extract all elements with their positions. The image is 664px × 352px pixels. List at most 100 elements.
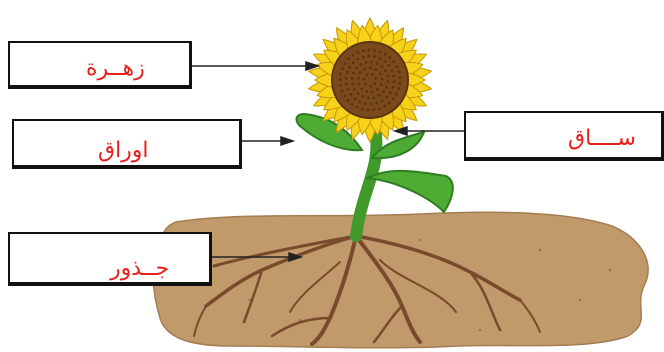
seed xyxy=(395,65,399,68)
seed xyxy=(338,78,342,81)
seed xyxy=(355,66,358,70)
seed xyxy=(364,61,368,64)
seed xyxy=(372,108,376,112)
seed xyxy=(369,66,372,70)
seed xyxy=(343,94,346,98)
seed xyxy=(388,56,392,59)
seed xyxy=(365,90,369,93)
seed xyxy=(391,86,395,89)
seed xyxy=(380,65,384,68)
seed xyxy=(349,93,353,96)
seed xyxy=(397,70,401,74)
seed xyxy=(377,94,381,97)
seed xyxy=(390,69,394,72)
arrow-icon xyxy=(212,251,304,263)
seed xyxy=(374,68,378,71)
seed xyxy=(373,55,377,58)
seed xyxy=(340,67,344,70)
seed xyxy=(365,73,369,77)
seed xyxy=(373,82,377,85)
seed xyxy=(361,107,364,111)
seed xyxy=(376,87,379,91)
flower-center-seeds xyxy=(338,48,402,112)
seed xyxy=(392,97,395,101)
seed xyxy=(397,87,401,91)
arrow-icon xyxy=(242,135,296,147)
seed xyxy=(383,104,387,108)
seed xyxy=(350,76,354,80)
arrow-icon xyxy=(192,60,321,72)
seed xyxy=(392,60,396,64)
seed xyxy=(375,62,379,65)
seed xyxy=(366,108,370,112)
seed xyxy=(360,87,364,91)
label-box-stem xyxy=(464,111,664,161)
seed xyxy=(378,72,382,75)
label-roots: جــذور xyxy=(110,256,170,281)
seed xyxy=(378,56,382,60)
label-box-roots xyxy=(8,232,212,286)
seed xyxy=(358,100,362,104)
label-box-flower xyxy=(8,41,192,89)
flower-center xyxy=(331,41,409,119)
seed xyxy=(380,77,384,81)
seed xyxy=(356,51,360,54)
soil xyxy=(152,211,649,349)
seed xyxy=(388,101,391,105)
label-leaves: اوراق xyxy=(98,138,149,163)
seed xyxy=(370,60,374,64)
seed xyxy=(385,95,389,99)
seed xyxy=(359,71,362,75)
seed xyxy=(392,80,396,84)
seed xyxy=(371,90,374,94)
seed xyxy=(351,54,355,57)
seed xyxy=(339,72,342,76)
seed xyxy=(362,77,366,81)
seed xyxy=(357,82,360,86)
seed xyxy=(355,105,359,109)
seed xyxy=(388,91,392,95)
roots xyxy=(193,234,541,346)
seed xyxy=(398,81,402,85)
seed xyxy=(382,90,385,94)
label-box-leaves xyxy=(12,119,242,169)
label-flower: زهــرة xyxy=(86,56,145,81)
seed xyxy=(369,84,372,88)
seed xyxy=(374,76,378,80)
arrow-icon xyxy=(392,125,464,137)
seed xyxy=(344,82,348,86)
seed xyxy=(367,48,371,52)
seed xyxy=(369,102,373,106)
seed xyxy=(380,99,384,103)
seed xyxy=(361,95,365,98)
seed xyxy=(340,89,344,93)
seed xyxy=(361,49,365,53)
leaf-right-lower xyxy=(364,169,454,214)
seed xyxy=(386,80,390,84)
seed xyxy=(385,85,388,89)
pointer-arrows xyxy=(192,60,464,263)
seed xyxy=(343,62,347,65)
seed xyxy=(392,74,396,78)
seed xyxy=(378,50,382,54)
seed xyxy=(351,61,355,65)
leaf-left xyxy=(295,112,364,152)
seed xyxy=(339,83,342,87)
seed xyxy=(398,76,402,79)
seed xyxy=(346,99,350,102)
seed xyxy=(379,83,383,87)
seed xyxy=(353,87,356,91)
leaf-right-upper xyxy=(370,130,426,160)
seed xyxy=(351,82,354,86)
seed xyxy=(383,59,387,63)
seed xyxy=(356,76,360,80)
seed xyxy=(350,102,354,106)
seed xyxy=(356,57,360,61)
seed xyxy=(359,63,363,66)
seed xyxy=(352,71,355,75)
seed xyxy=(346,88,350,91)
seed xyxy=(387,64,391,67)
seed xyxy=(378,107,381,110)
seed xyxy=(353,97,357,101)
